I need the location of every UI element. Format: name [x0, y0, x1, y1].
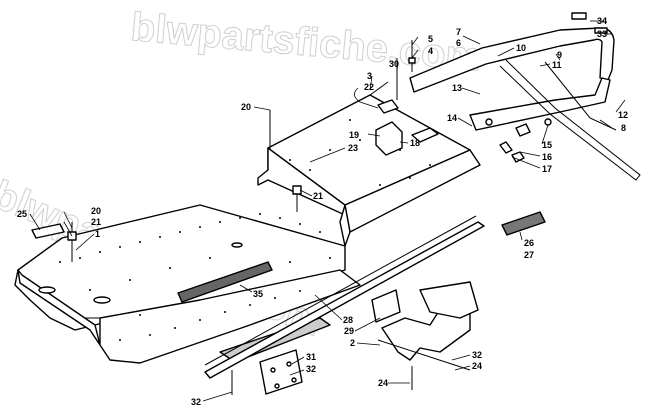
callout-32-bottom: 32 [191, 397, 201, 407]
callout-8: 8 [621, 123, 626, 133]
callout-15: 15 [542, 140, 552, 150]
callout-11: 11 [552, 60, 562, 70]
rivet-pattern [59, 119, 431, 341]
callout-16: 16 [542, 152, 552, 162]
callout-21-left: 21 [91, 217, 101, 227]
callout-25: 25 [17, 209, 27, 219]
callout-10: 10 [516, 43, 526, 53]
callout-7: 7 [456, 27, 461, 37]
rear-deck [257, 81, 481, 247]
callout-29: 29 [344, 326, 354, 336]
callout-35: 35 [253, 289, 263, 299]
hardware-fasteners [67, 40, 525, 395]
callout-18: 18 [410, 138, 420, 148]
callout-32-mid: 32 [306, 364, 316, 374]
callout-24-bottom: 24 [378, 378, 388, 388]
callout-13: 13 [452, 83, 462, 93]
callout-34: 34 [597, 16, 607, 26]
callout-4: 4 [428, 46, 433, 56]
running-board-rail [204, 215, 485, 379]
side-bracket [31, 223, 65, 239]
leader-lines [29, 20, 626, 402]
callout-2: 2 [350, 338, 355, 348]
callout-30: 30 [389, 59, 399, 69]
callout-27: 27 [524, 250, 534, 260]
seat-brackets [375, 99, 439, 156]
callout-22: 22 [364, 82, 374, 92]
callout-numbers: 34 33 7 6 5 4 30 3 22 10 9 11 13 12 8 14… [17, 16, 628, 407]
callout-20-top: 20 [241, 102, 251, 112]
callout-21-mid: 21 [313, 191, 323, 201]
callout-17: 17 [542, 164, 552, 174]
tunnel-floor [14, 204, 361, 364]
callout-1: 1 [95, 229, 100, 239]
callout-24-right: 24 [472, 361, 482, 371]
callout-12: 12 [618, 110, 628, 120]
callout-28: 28 [343, 315, 353, 325]
callout-32-right: 32 [472, 350, 482, 360]
callout-20-left: 20 [91, 206, 101, 216]
callout-9: 9 [557, 50, 562, 60]
callout-14: 14 [447, 113, 457, 123]
callout-5: 5 [428, 34, 433, 44]
callout-19: 19 [349, 130, 359, 140]
callout-31: 31 [306, 352, 316, 362]
callout-6: 6 [456, 38, 461, 48]
callout-26: 26 [524, 238, 534, 248]
callout-33: 33 [597, 29, 607, 39]
callout-3: 3 [367, 71, 372, 81]
callout-23: 23 [348, 143, 358, 153]
suspension-brackets [259, 281, 479, 395]
reflector-part [501, 211, 546, 236]
rear-bumper-assembly [409, 12, 641, 181]
